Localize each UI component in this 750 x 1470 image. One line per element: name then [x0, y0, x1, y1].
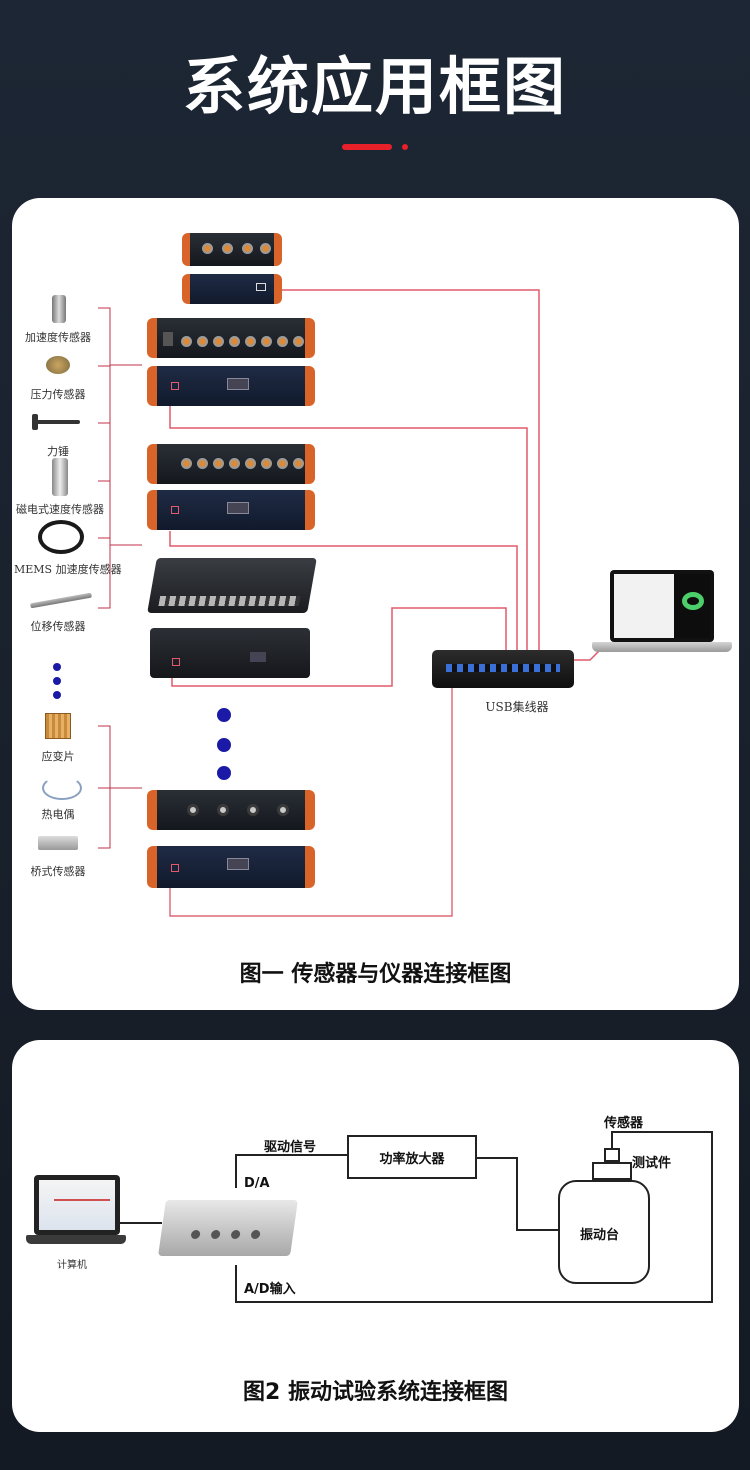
force-hammer-head: [32, 414, 38, 430]
drive-signal-label: 驱动信号: [264, 1140, 317, 1155]
wire-rack: [171, 607, 507, 687]
shaker-label: 振动台: [580, 1228, 620, 1243]
figure1-card: 加速度传感器 压力传感器 力锤 磁电式速度传感器 MEMS 加速度传感器 位移传…: [12, 198, 739, 1010]
thermocouple-icon: [42, 776, 82, 800]
accelerometer-icon: [52, 295, 66, 323]
usb-hub-label: USB集线器: [485, 700, 549, 714]
computer-base: [26, 1235, 126, 1244]
daq-module-3-back: [147, 846, 315, 888]
ad-label: A/D输入: [244, 1282, 296, 1297]
figure1-caption: 图一 传感器与仪器连接框图: [239, 962, 512, 987]
figure2-card: 计算机 驱动信号 D/A A/D输入 功率放大器 振动台 传感器 测试件 图2 …: [12, 1040, 739, 1432]
test-piece-text: 测试件: [632, 1156, 672, 1171]
strain-gauge-icon: [45, 713, 71, 739]
mems-sensor-cable-icon: [38, 520, 84, 554]
sensor-block: [604, 1148, 620, 1162]
bridge-sensor-icon: [38, 836, 78, 850]
ellipsis-dot: [53, 691, 61, 699]
velocity-sensor-icon: [52, 458, 68, 496]
small-daq-module-front: [182, 233, 282, 266]
daq-module-2-back: [147, 490, 315, 530]
usb-hub: [432, 650, 574, 688]
sensor-label: 加速度传感器: [25, 331, 91, 344]
ellipsis-dot: [53, 663, 61, 671]
computer-screen: [34, 1175, 120, 1235]
title-accent-dot: [402, 144, 408, 150]
daq-module-1-back: [147, 366, 315, 406]
sensor-label: 位移传感器: [30, 620, 86, 633]
sensor-label: 压力传感器: [30, 388, 86, 401]
small-daq-module-back: [182, 274, 282, 304]
sensor-label: 力锤: [47, 445, 69, 458]
bracket-group2: [98, 725, 111, 849]
wire-module-2: [169, 531, 518, 668]
wire-bottom-module: [169, 686, 453, 917]
vibration-wires: [120, 1131, 713, 1303]
sensor-label: 热电偶: [41, 808, 75, 821]
connection-wires: [98, 289, 605, 917]
wire-module-1: [169, 388, 528, 668]
figure2-caption: 图2 振动试验系统连接框图: [243, 1380, 508, 1405]
force-hammer-icon: [34, 420, 80, 424]
test-piece: [592, 1162, 632, 1180]
daq-box: [158, 1200, 298, 1256]
rack-daq-back: [150, 628, 310, 678]
ellipsis-dot: [217, 766, 231, 780]
daq-module-2-front: [147, 444, 315, 484]
sensor-label: 磁电式速度传感器: [16, 503, 104, 516]
laptop-base: [592, 642, 732, 652]
sensor-label: MEMS 加速度传感器: [14, 563, 122, 576]
sensor-label: 应变片: [41, 750, 75, 763]
ellipsis-dot: [217, 738, 231, 752]
rack-daq-front: [147, 558, 317, 613]
daq-module-1-front: [147, 318, 315, 358]
ellipsis-dot: [53, 677, 61, 685]
sensor-label: 桥式传感器: [30, 865, 86, 878]
shaker-body: [558, 1180, 650, 1284]
ellipsis-dot: [217, 708, 231, 722]
computer-label: 计算机: [57, 1260, 87, 1271]
daq-module-3-front: [147, 790, 315, 830]
laptop-screen: [610, 570, 714, 642]
pressure-sensor-icon: [46, 356, 70, 374]
amplifier-box: 功率放大器: [347, 1135, 477, 1179]
title-accent-bar: [342, 144, 392, 150]
page-title: 系统应用框图: [182, 50, 567, 123]
da-label: D/A: [244, 1176, 270, 1191]
sensor-text: 传感器: [604, 1116, 644, 1131]
bracket-group1: [98, 307, 111, 609]
wire-top-module: [280, 289, 540, 668]
